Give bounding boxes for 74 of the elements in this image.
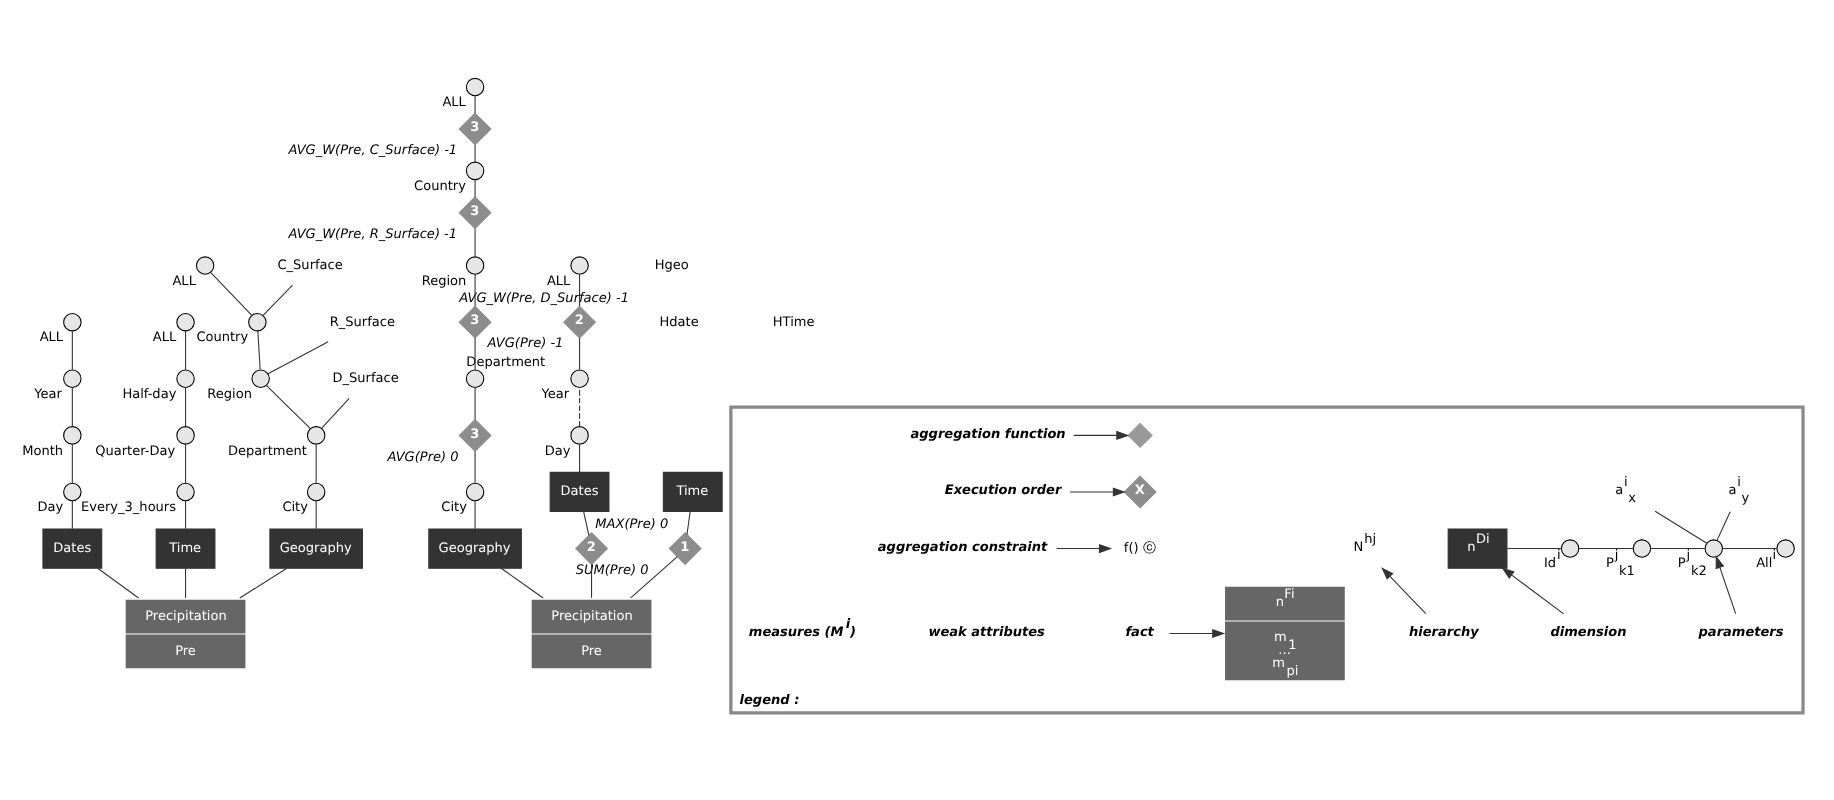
- connector: [474, 450, 476, 484]
- arrow: [1169, 628, 1226, 639]
- node-circle: [1560, 539, 1580, 558]
- node-circle: [195, 256, 215, 275]
- node-circle: [63, 312, 82, 332]
- node-diamond: [1127, 422, 1153, 449]
- node-circle: [63, 369, 82, 389]
- connector: [579, 337, 581, 371]
- connector: [474, 500, 476, 530]
- connector: [686, 511, 691, 536]
- connector: [1650, 548, 1706, 550]
- connector: [97, 567, 140, 599]
- arrow: [1381, 567, 1427, 615]
- arrow: [1069, 487, 1126, 497]
- node-circle: [570, 426, 589, 445]
- connector: [315, 443, 317, 484]
- connector: [185, 500, 187, 530]
- connector: [1654, 510, 1708, 544]
- node-circle: [465, 369, 485, 389]
- connector: [185, 567, 187, 599]
- node-circle: [1704, 539, 1724, 558]
- connector: [267, 341, 329, 375]
- node-circle: [465, 256, 485, 275]
- arrow: [1056, 544, 1113, 554]
- node-circle: [176, 312, 195, 332]
- connector: [71, 387, 73, 427]
- connector: [71, 500, 73, 530]
- connector: [500, 567, 544, 599]
- connector: [630, 556, 678, 599]
- node-circle: [465, 161, 485, 181]
- connector: [320, 397, 350, 429]
- connector: [185, 387, 187, 427]
- connector: [1716, 511, 1731, 541]
- node-circle: [1632, 539, 1652, 558]
- node-circle: [570, 369, 589, 389]
- connector: [474, 144, 476, 163]
- node-circle: [306, 426, 326, 445]
- connector: [1578, 548, 1634, 550]
- connector: [71, 443, 73, 484]
- connector: [583, 511, 590, 536]
- connector: [474, 228, 476, 258]
- connector: [474, 386, 476, 420]
- node-circle: [465, 77, 485, 97]
- node-circle: [176, 426, 195, 445]
- connector: [1722, 548, 1778, 550]
- node-circle: [570, 256, 589, 275]
- connector: [1506, 548, 1562, 550]
- node-circle: [1776, 539, 1795, 558]
- connector: [210, 272, 253, 316]
- node-circle: [465, 482, 485, 502]
- connector: [257, 330, 261, 371]
- connector: [474, 179, 476, 198]
- connector: [474, 337, 476, 371]
- connector: [185, 330, 187, 371]
- connector: [474, 95, 476, 114]
- node-circle: [63, 426, 82, 445]
- node-circle: [63, 482, 82, 502]
- connector: [579, 443, 581, 473]
- arrow: [1501, 567, 1565, 615]
- connector: [185, 443, 187, 484]
- node-circle: [251, 369, 270, 389]
- arrow: [1715, 555, 1737, 615]
- node-circle: [306, 482, 326, 502]
- connector: [579, 387, 581, 427]
- connector: [262, 284, 294, 316]
- node-circle: [176, 369, 195, 389]
- connector: [239, 567, 288, 599]
- connector: [265, 384, 311, 429]
- connector: [474, 273, 476, 307]
- connector: [71, 330, 73, 371]
- node-circle: [176, 482, 195, 502]
- arrow: [1073, 430, 1130, 440]
- connector: [315, 500, 317, 530]
- node-circle: [248, 312, 267, 332]
